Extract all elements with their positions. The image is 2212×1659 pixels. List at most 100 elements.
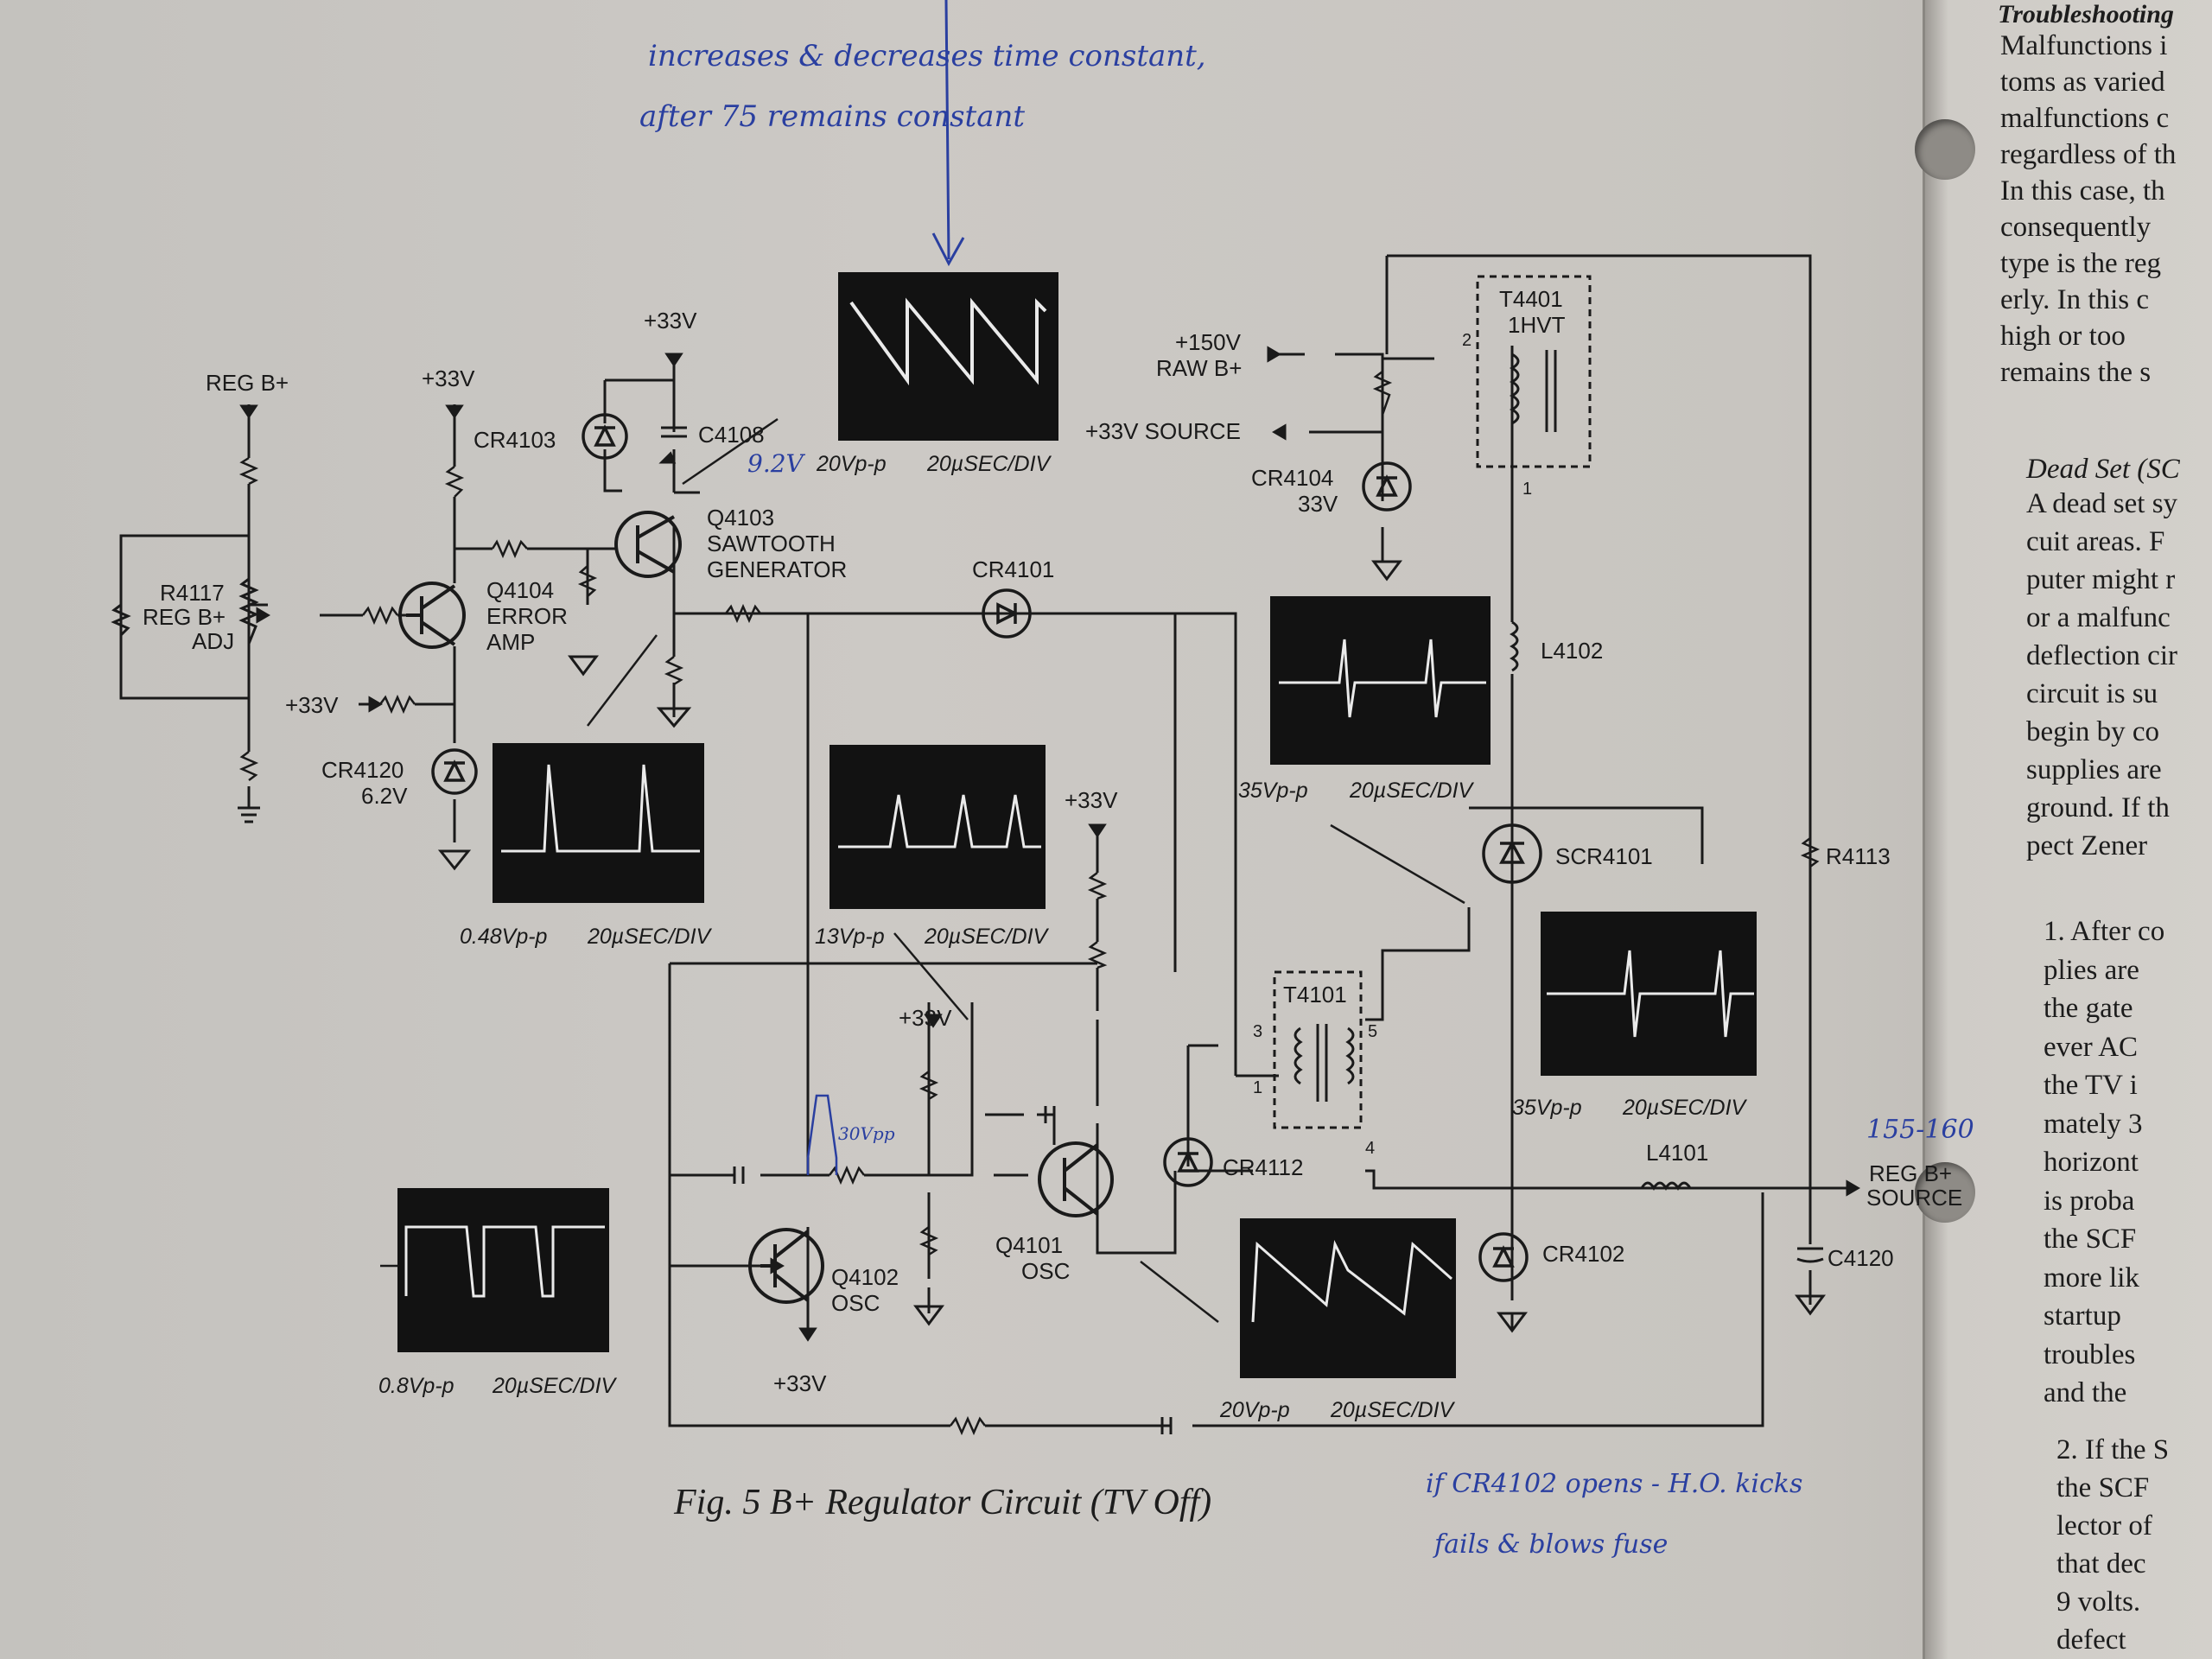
cap-error-tb: 20µSEC/DIV xyxy=(587,925,713,949)
pin-t4101-4: 4 xyxy=(1365,1139,1375,1158)
right-text-line: A dead set sy xyxy=(2026,488,2178,519)
cap-error-amp: 0.48Vp-p xyxy=(460,925,548,949)
label-cr4103: CR4103 xyxy=(474,427,556,453)
cap-sawtooth-tb: 20µSEC/DIV xyxy=(926,452,1052,476)
label-cr4112: CR4112 xyxy=(1223,1154,1303,1180)
label-cr4104-2: 33V xyxy=(1298,491,1338,517)
t4401-transformer xyxy=(1476,275,1592,468)
c4120-capacitor xyxy=(1796,1247,1824,1263)
label-l4101: L4101 xyxy=(1646,1140,1708,1166)
label-v33-q4104: +33V xyxy=(422,365,475,391)
scope-sawtooth xyxy=(838,272,1058,441)
pin-t4101-3: 3 xyxy=(1253,1022,1262,1041)
note-reg-b: 155-160 xyxy=(1866,1115,1974,1145)
right-text-line: startup xyxy=(2044,1300,2121,1332)
label-v33-osc: +33V xyxy=(899,1005,952,1031)
punch-hole-top xyxy=(1915,119,1975,180)
note-blows-fuse: fails & blows fuse xyxy=(1434,1529,1669,1560)
cap-l4102-tb: 20µSEC/DIV xyxy=(1349,779,1475,803)
label-cr4120-2: 6.2V xyxy=(361,783,408,809)
label-q4101: Q4101 xyxy=(995,1232,1063,1258)
right-text-line: troubles xyxy=(2044,1338,2136,1370)
handwritten-pulse-sketch xyxy=(806,1094,838,1175)
label-v33-q4101: +33V xyxy=(1065,787,1118,813)
cap-q4101-amp: 20Vp-p xyxy=(1219,1398,1290,1422)
cr4120-diode xyxy=(431,748,478,795)
label-reg-b-source: REG B+ xyxy=(1869,1160,1952,1186)
diodes xyxy=(431,413,1542,1282)
note-remains-constant: after 75 remains constant xyxy=(639,99,1026,134)
right-text-line: ground. If th xyxy=(2026,792,2170,823)
right-text-line: the TV i xyxy=(2044,1070,2138,1101)
label-scr4101: SCR4101 xyxy=(1555,843,1653,869)
label-l4102: L4102 xyxy=(1541,638,1603,664)
right-text-line: begin by co xyxy=(2026,716,2159,747)
label-v33-source: +33V SOURCE xyxy=(1085,418,1241,444)
q4101-transistor xyxy=(1038,1141,1114,1217)
cr4104-diode xyxy=(1362,461,1412,512)
note-q4102-pulse: 30Vpp xyxy=(838,1123,895,1144)
right-text-line: In this case, th xyxy=(2000,175,2165,207)
label-v33-q4103: +33V xyxy=(644,308,697,334)
cap-q4102-tb: 20µSEC/DIV xyxy=(492,1374,618,1398)
arrows xyxy=(239,346,1860,1342)
label-c4108: C4108 xyxy=(698,422,765,448)
right-text-line: and the xyxy=(2044,1377,2127,1408)
note-cr4102-opens: if CR4102 opens - H.O. kicks xyxy=(1426,1469,1803,1499)
label-q4102-2: OSC xyxy=(831,1290,880,1316)
right-text-line: type is the reg xyxy=(2000,248,2162,279)
label-r4113: R4113 xyxy=(1826,843,1891,869)
scope-q4102 xyxy=(397,1188,609,1352)
l4102-inductor xyxy=(1510,620,1519,672)
right-text-line: the SCF xyxy=(2056,1472,2150,1503)
label-cr4120: CR4120 xyxy=(321,757,404,783)
passives xyxy=(111,275,1824,1434)
right-text-line: high or too xyxy=(2000,321,2126,352)
label-q4102: Q4102 xyxy=(831,1264,899,1290)
right-text-line: Malfunctions i xyxy=(2000,30,2168,61)
label-c4120: C4120 xyxy=(1827,1245,1894,1271)
right-text-line: plies are xyxy=(2044,954,2139,986)
right-text-line: toms as varied xyxy=(2000,67,2165,98)
cap-cr4101-tb: 20µSEC/DIV xyxy=(924,925,1050,949)
cap-sawtooth-amp: 20Vp-p xyxy=(816,452,887,476)
pin-t4101-1: 1 xyxy=(1253,1078,1262,1097)
scope-scr xyxy=(1541,912,1757,1076)
right-text-line: malfunctions c xyxy=(2000,103,2170,134)
right-text-line: that dec xyxy=(2056,1548,2146,1580)
right-text-line: the SCF xyxy=(2044,1224,2137,1255)
handwritten-arrow xyxy=(931,0,965,267)
right-text-line: mately 3 xyxy=(2044,1108,2143,1140)
right-text-line: ever AC xyxy=(2044,1031,2139,1063)
scope-error-amp xyxy=(493,743,704,903)
note-time-constant: increases & decreases time constant, xyxy=(648,39,1206,73)
right-text-line: more lik xyxy=(2044,1262,2139,1294)
label-r4117: R4117 xyxy=(160,580,225,606)
right-text-line: the gate xyxy=(2044,993,2133,1024)
scr4101-diode xyxy=(1482,823,1542,884)
c4108-capacitor xyxy=(661,426,687,438)
label-reg-b-plus: REG B+ xyxy=(206,370,289,396)
label-cr4102: CR4102 xyxy=(1542,1241,1624,1267)
pin-t4101-5: 5 xyxy=(1368,1022,1377,1041)
cr4102-diode xyxy=(1478,1232,1529,1282)
q4102-transistor xyxy=(748,1228,824,1304)
scope-q4101 xyxy=(1240,1218,1456,1378)
note-q4103-voltage: 9.2V xyxy=(747,449,804,478)
label-r4117-2: REG B+ xyxy=(143,604,226,630)
cap-q4102-amp: 0.8Vp-p xyxy=(378,1374,454,1398)
label-q4101-2: OSC xyxy=(1021,1258,1070,1284)
l4101-inductor xyxy=(1640,1181,1692,1191)
right-text-line: erly. In this c xyxy=(2000,284,2149,315)
cap-scr-tb: 20µSEC/DIV xyxy=(1622,1096,1748,1120)
pin-t4401-2: 2 xyxy=(1462,331,1471,350)
right-text-line: 1. After co xyxy=(2044,916,2165,947)
right-text-line: horizont xyxy=(2044,1147,2139,1178)
cap-scr-amp: 35Vp-p xyxy=(1512,1096,1582,1120)
right-subheading: Dead Set (SC xyxy=(2026,454,2180,485)
right-text-line: cuit areas. F xyxy=(2026,526,2165,557)
q4103-transistor xyxy=(614,511,682,578)
label-cr4104: CR4104 xyxy=(1251,465,1333,491)
right-text-line: circuit is su xyxy=(2026,678,2158,709)
